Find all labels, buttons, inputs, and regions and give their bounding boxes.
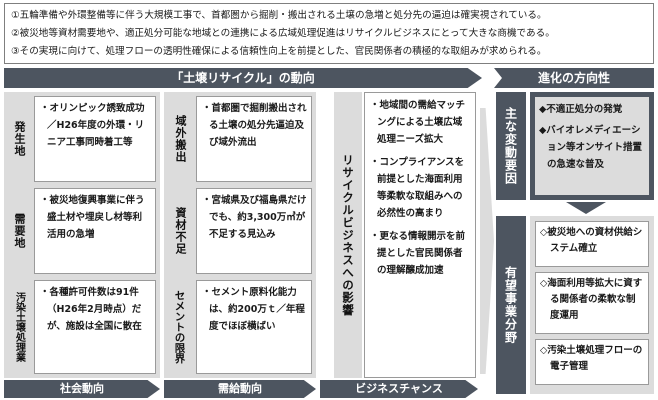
category-outflow-label: 域外搬出 — [174, 115, 187, 163]
footer-business-chance: ビジネスチャンス — [320, 380, 478, 398]
evolution-header: 進化の方向性 — [494, 68, 654, 88]
supply-cell-shortage: ・宮城県及び福島県だけでも、約3,300万㎥が不足する見込み — [196, 188, 312, 274]
intro-line-3: ③その実現に向けて、処理フローの透明性確保による信頼性向上を前提とした、官民関係… — [11, 46, 547, 57]
promising-item-3-text: ◇汚染土壌処理フローの電子管理 — [540, 345, 643, 372]
business-impact-label: リサイクルビジネスへの影響 — [341, 153, 355, 317]
category-demand-label: 需要地 — [13, 213, 26, 249]
promising-item-3: ◇汚染土壌処理フローの電子管理 — [535, 339, 649, 385]
factors-box: ◆不適正処分の発覚 ◆バイオレメディエーション等オンサイト措置の急速な普及 — [530, 92, 654, 200]
category-demand: 需要地 — [6, 188, 32, 274]
right-arrow-icon — [480, 108, 494, 374]
business-impact-item-3: ・更なる情報開示を前提とした官民関係者の理解醸成加速 — [370, 231, 466, 276]
business-impact-box: ・地域間の需給マッチングによる土壌広域処理ニーズ拡大 ・コンプライアンスを前提と… — [364, 92, 476, 378]
supply-cell-cement-limit-text: ・セメント原料化能力は、約200万ｔ／年程度でほぼ横ばい — [202, 287, 305, 332]
down-arrow-icon — [566, 202, 606, 214]
social-cell-treatment-text: ・各種許可件数は91件（H26年2月時点）だが、施設は全国に散在 — [40, 287, 142, 332]
supply-cell-cement-limit: ・セメント原料化能力は、約200万ｔ／年程度でほぼ横ばい — [196, 280, 312, 374]
footer-supply: 需給動向 — [164, 380, 316, 398]
factors-label-bar: 主な変動要因 — [496, 92, 526, 200]
trend-header: 「土壌リサイクル」の動向 — [4, 68, 482, 88]
promising-item-2: ◇海面利用等拡大に資する関係者の柔軟な制度運用 — [535, 272, 649, 334]
category-shortage: 資材不足 — [166, 188, 194, 274]
supply-cell-outflow-text: ・首都圏で掘削搬出される土壌の処分先逼迫及び域外流出 — [202, 103, 307, 148]
footer-social: 社会動向 — [4, 380, 160, 398]
category-origin: 発生地 — [6, 96, 32, 182]
promising-item-1: ◇被災地への資材供給システム確立 — [535, 221, 649, 267]
intro-line-1: ①五輪準備や外環整備等に伴う大規模工事で、首都圏から掘削・搬出される土壌の急増と… — [11, 10, 547, 21]
category-treatment-label: 汚染土壌処理業 — [13, 292, 25, 362]
intro-line-2: ②被災地等資材需要地や、適正処分可能な地域との連携による広域処理促進はリサイクル… — [11, 28, 555, 39]
factors-label: 主な変動要因 — [503, 107, 518, 185]
supply-cell-shortage-text: ・宮城県及び福島県だけでも、約3,300万㎥が不足する見込み — [202, 195, 307, 240]
social-cell-treatment: ・各種許可件数は91件（H26年2月時点）だが、施設は全国に散在 — [34, 280, 156, 374]
promising-label: 有望事業分野 — [503, 266, 518, 344]
category-outflow: 域外搬出 — [166, 96, 194, 182]
promising-item-2-text: ◇海面利用等拡大に資する関係者の柔軟な制度運用 — [540, 278, 643, 321]
intro-box: ①五輪準備や外環整備等に伴う大規模工事で、首都圏から掘削・搬出される土壌の急増と… — [4, 3, 654, 64]
factor-item-2: ◆バイオレメディエーション等オンサイト措置の急速な普及 — [539, 125, 643, 170]
category-treatment: 汚染土壌処理業 — [6, 280, 32, 374]
category-origin-label: 発生地 — [13, 121, 26, 157]
social-cell-origin-text: ・オリンピック誘致成功／H26年度の外環・リニア工事同時着工等 — [40, 103, 145, 148]
supply-cell-outflow: ・首都圏で掘削搬出される土壌の処分先逼迫及び域外流出 — [196, 96, 312, 182]
business-impact-item-2: ・コンプライアンスを前提とした海面利用等柔軟な取組みへの必然性の高まり — [370, 157, 465, 219]
factors-inner: ◆不適正処分の発覚 ◆バイオレメディエーション等オンサイト措置の急速な普及 — [535, 97, 649, 195]
social-cell-origin: ・オリンピック誘致成功／H26年度の外環・リニア工事同時着工等 — [34, 96, 156, 182]
category-cement-limit: セメントの限界 — [166, 280, 194, 374]
promising-box: ◇被災地への資材供給システム確立 ◇海面利用等拡大に資する関係者の柔軟な制度運用… — [530, 216, 654, 394]
category-shortage-label: 資材不足 — [174, 207, 187, 255]
promising-item-1-text: ◇被災地への資材供給システム確立 — [540, 227, 643, 254]
social-cell-demand: ・被災地復興事業に伴う盛土材や埋戻し材等利活用の急増 — [34, 188, 156, 274]
social-cell-demand-text: ・被災地復興事業に伴う盛土材や埋戻し材等利活用の急増 — [40, 195, 145, 240]
business-impact-label-bar: リサイクルビジネスへの影響 — [334, 92, 362, 378]
factor-item-1: ◆不適正処分の発覚 — [539, 104, 623, 115]
category-cement-limit-label: セメントの限界 — [173, 290, 186, 364]
promising-label-bar: 有望事業分野 — [496, 216, 526, 394]
business-impact-item-1: ・地域間の需給マッチングによる土壌広域処理ニーズ拡大 — [370, 100, 466, 145]
